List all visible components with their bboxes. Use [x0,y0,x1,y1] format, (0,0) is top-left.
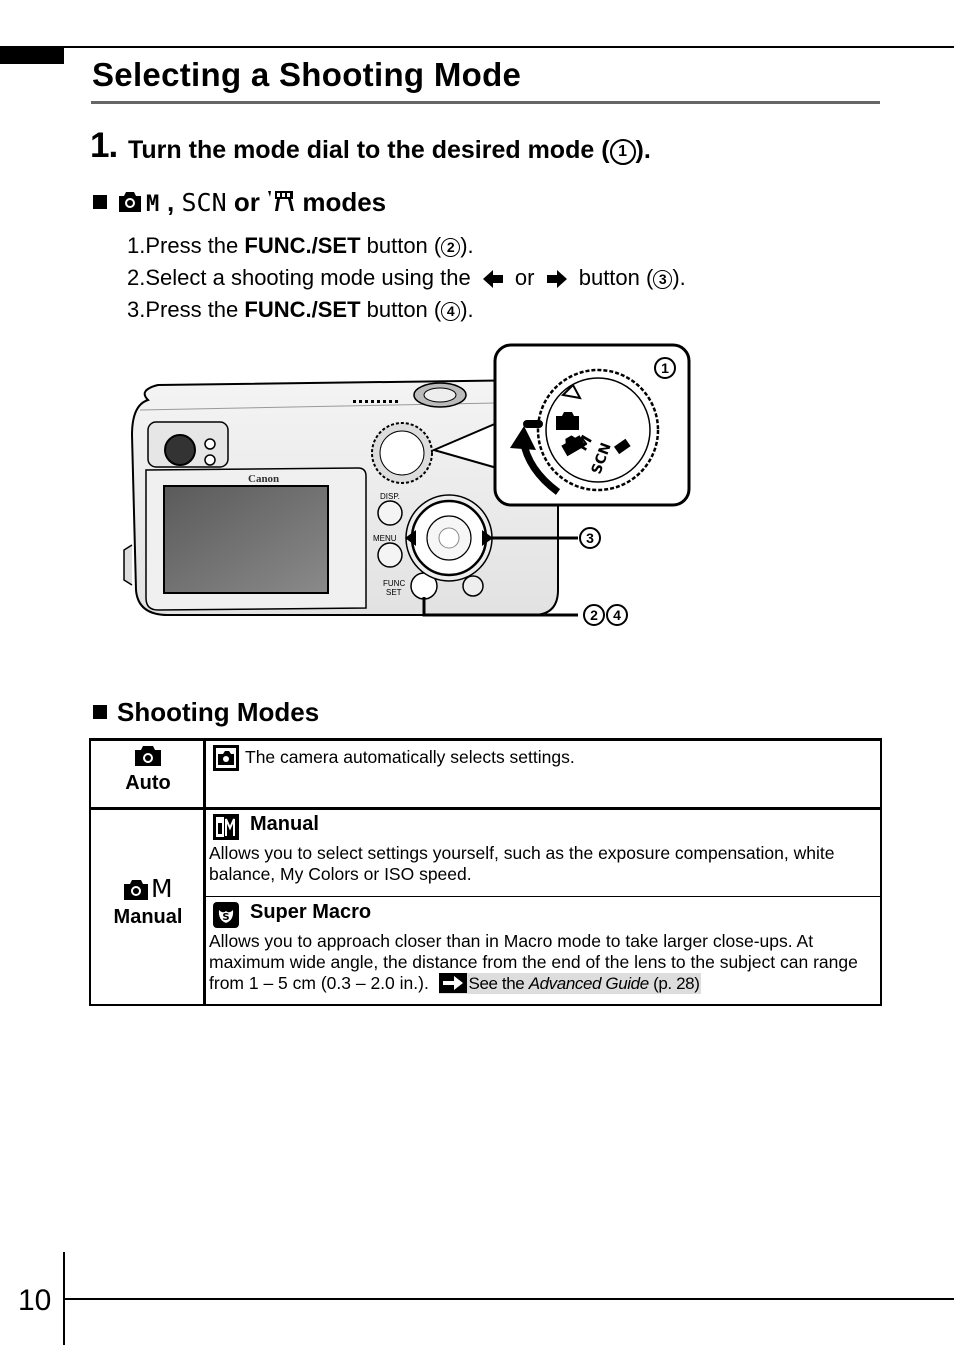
header-rule [64,46,954,48]
reference-prefix: See the [468,974,529,993]
shooting-modes-heading: Shooting Modes [93,697,319,728]
page-number: 10 [18,1284,52,1317]
table-divider [206,896,880,897]
modes-heading-sep: , [167,187,175,217]
super-macro-icon: S [213,902,239,928]
right-arrow-icon [546,270,567,288]
callout-4: 4 [613,607,621,623]
instruction-3-prefix: 3.Press the [127,297,245,322]
instruction-3-callout: 4 [441,302,461,321]
svg-text:S: S [222,912,229,923]
step-text-end: ). [635,136,651,164]
manual-mode-icon-letter: M [151,874,173,903]
set-button-label: SET [386,588,402,597]
step-text-main: Turn the mode dial to the desired mode ( [128,136,610,164]
camera-illustration: Canon DISP. MENU FUNC SET M SCN 1 3 2 4 [123,343,691,626]
instruction-2-suffix: button ( [572,265,654,290]
step-text: Turn the mode dial to the desired mode (… [128,136,651,165]
canon-logo: Canon [248,473,279,485]
page-title: Selecting a Shooting Mode [92,56,522,93]
instruction-1: 1.Press the FUNC./SET button (2). [127,233,474,259]
instruction-1-callout: 2 [441,238,461,257]
modes-heading-modes: modes [302,187,387,217]
instruction-2-or: or [514,265,535,290]
auto-mode-icon [213,745,239,771]
instruction-2-prefix: 2.Select a shooting mode using the [127,265,477,290]
super-macro-text: Allows you to approach closer than in Ma… [209,931,858,993]
reference-guide-name: Advanced Guide [528,974,650,993]
callout-2: 2 [590,607,598,623]
menu-button-label: MENU [373,534,397,543]
table-border [89,807,882,810]
instruction-2-callout: 3 [653,270,673,289]
table-border [89,738,91,1006]
table-border [89,738,882,741]
callout-3: 3 [586,530,594,546]
super-macro-title: Super Macro [250,901,372,923]
instruction-3: 3.Press the FUNC./SET button (4). [127,297,474,323]
instruction-3-suffix: button ( [360,297,442,322]
table-border [880,738,882,1006]
shooting-modes-table: Auto The camera automatically selects se… [89,738,882,1006]
callout-1: 1 [661,360,669,376]
movie-icon [268,191,295,211]
table-border [89,1004,882,1006]
manual-entry-description: Allows you to select settings yourself, … [209,843,835,884]
shooting-modes-title: Shooting Modes [117,697,320,727]
mode-name-auto: Auto [125,772,171,794]
auto-description: The camera automatically selects setting… [245,747,575,767]
footer-rule [63,1298,954,1300]
manual-entry-icon [213,814,239,840]
modes-heading-or: or [233,187,260,217]
instruction-3-end: ). [460,297,474,322]
func-button-label: FUNC [383,579,405,588]
modes-heading: M , SCN or modes [93,187,386,218]
table-border [203,738,206,1006]
advanced-guide-reference: See the Advanced Guide (p. 28) [438,973,702,994]
instruction-2: 2.Select a shooting mode using the or bu… [127,265,686,291]
step-number: 1. [90,126,118,165]
instruction-1-bold: FUNC./SET [244,233,361,258]
mode-name-manual: Manual [113,906,183,928]
scn-mode-label: SCN [181,188,227,217]
arrow-right-icon [438,973,467,993]
reference-page: (p. 28) [648,974,700,993]
camera-m-icon: M [119,192,159,217]
svg-text:M: M [146,192,159,214]
title-underline [91,101,880,104]
instruction-1-end: ). [460,233,474,258]
disp-button-label: DISP. [380,492,400,501]
header-tab [0,46,64,64]
auto-camera-icon [135,746,161,766]
instruction-1-prefix: 1.Press the [127,233,245,258]
super-macro-description: Allows you to approach closer than in Ma… [209,931,879,994]
manual-entry-title: Manual [250,813,319,835]
bullet-square-icon [93,195,107,209]
instruction-3-bold: FUNC./SET [244,297,361,322]
step-callout: 1 [609,139,636,165]
bullet-square-icon [93,705,107,719]
left-arrow-icon [482,270,503,288]
instruction-2-end: ). [672,265,686,290]
instruction-1-suffix: button ( [360,233,442,258]
manual-mode-icon [124,880,148,900]
